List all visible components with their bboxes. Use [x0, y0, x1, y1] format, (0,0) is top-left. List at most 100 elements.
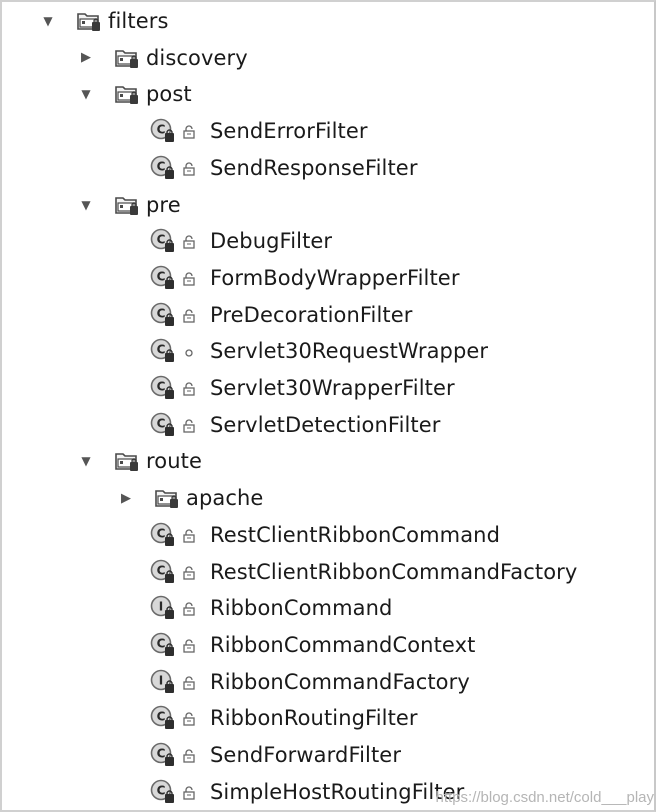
svg-text:C: C [157, 563, 166, 577]
tree-item-label: PreDecorationFilter [210, 302, 413, 327]
class-c-icon: C [150, 338, 176, 364]
svg-text:I: I [159, 600, 163, 614]
svg-text:I: I [159, 673, 163, 687]
public-access-icon [182, 638, 196, 653]
public-access-icon [182, 271, 196, 286]
tree-item-label: RestClientRibbonCommandFactory [210, 559, 578, 584]
tree-class-rest-client-ribbon-command-factory[interactable]: C RestClientRibbonCommandFactory [150, 557, 577, 587]
package-folder-icon [114, 46, 140, 70]
public-access-icon [182, 234, 196, 249]
triangle-right-icon[interactable]: ▶ [121, 490, 131, 506]
watermark: https://blog.csdn.net/cold___play [435, 789, 654, 806]
package-folder-icon [114, 193, 140, 217]
tree-class-servlet-detection-filter[interactable]: C ServletDetectionFilter [150, 410, 441, 440]
svg-text:C: C [157, 233, 166, 247]
tree-package-apache[interactable]: ▶ apache [118, 483, 263, 513]
class-c-icon: C [150, 779, 176, 805]
public-access-icon [182, 711, 196, 726]
svg-text:C: C [157, 636, 166, 650]
tree-class-ribbon-command[interactable]: I RibbonCommand [150, 593, 392, 623]
svg-text:C: C [157, 306, 166, 320]
class-c-icon: C [150, 155, 176, 181]
tree-package-post[interactable]: ▼ post [78, 79, 192, 109]
class-c-icon: C [150, 559, 176, 585]
package-private-access-icon [182, 344, 196, 358]
tree-item-label: pre [146, 192, 181, 217]
svg-text:C: C [157, 269, 166, 283]
package-folder-icon [114, 82, 140, 106]
tree-class-send-error-filter[interactable]: C SendErrorFilter [150, 116, 368, 146]
svg-text:C: C [157, 343, 166, 357]
tree-package-filters[interactable]: ▼ filters [40, 6, 169, 36]
public-access-icon [182, 161, 196, 176]
class-c-icon: C [150, 742, 176, 768]
tree-package-route[interactable]: ▼ route [78, 446, 202, 476]
class-c-icon: C [150, 705, 176, 731]
class-c-icon: C [150, 412, 176, 438]
tree-class-send-response-filter[interactable]: C SendResponseFilter [150, 153, 418, 183]
public-access-icon [182, 418, 196, 433]
tree-package-discovery[interactable]: ▶ discovery [78, 43, 248, 73]
tree-item-label: RibbonCommand [210, 596, 393, 621]
public-access-icon [182, 381, 196, 396]
tree-item-label: SendForwardFilter [210, 743, 402, 767]
triangle-down-icon[interactable]: ▼ [81, 87, 91, 102]
public-access-icon [182, 528, 196, 543]
tree-item-label: Servlet30WrapperFilter [210, 376, 455, 400]
triangle-down-icon[interactable]: ▼ [43, 14, 53, 28]
package-folder-icon [76, 9, 102, 33]
tree-class-pre-decoration-filter[interactable]: C PreDecorationFilter [150, 300, 413, 330]
package-folder-icon [154, 486, 180, 510]
public-access-icon [182, 785, 196, 800]
triangle-down-icon[interactable]: ▼ [81, 197, 91, 212]
public-access-icon [182, 675, 196, 690]
svg-text:C: C [157, 123, 166, 137]
tree-item-label: RibbonCommandFactory [210, 669, 470, 694]
svg-text:C: C [157, 380, 166, 394]
tree-class-form-body-wrapper-filter[interactable]: C FormBodyWrapperFilter [150, 263, 460, 293]
tree-item-label: FormBodyWrapperFilter [210, 265, 460, 290]
tree-package-pre[interactable]: ▼ pre [78, 190, 181, 220]
triangle-down-icon[interactable]: ▼ [81, 454, 91, 469]
svg-text:C: C [157, 159, 166, 173]
tree-item-label: apache [186, 486, 264, 511]
class-c-icon: C [150, 118, 176, 144]
public-access-icon [182, 124, 196, 139]
tree-item-label: DebugFilter [210, 229, 333, 254]
tree-item-label: SendResponseFilter [210, 155, 418, 180]
svg-text:C: C [157, 747, 166, 761]
tree-class-servlet30-wrapper-filter[interactable]: C Servlet30WrapperFilter [150, 373, 455, 403]
svg-text:C: C [157, 783, 166, 797]
public-access-icon [182, 565, 196, 580]
public-access-icon [182, 308, 196, 323]
tree-class-rest-client-ribbon-command[interactable]: C RestClientRibbonCommand [150, 520, 500, 550]
tree-class-send-forward-filter[interactable]: C SendForwardFilter [150, 740, 401, 770]
class-c-icon: C [150, 228, 176, 254]
class-c-icon: C [150, 265, 176, 291]
tree-class-debug-filter[interactable]: C DebugFilter [150, 226, 332, 256]
interface-i-icon: I [150, 669, 176, 695]
tree-item-label: discovery [146, 45, 248, 70]
tree-class-ribbon-routing-filter[interactable]: C RibbonRoutingFilter [150, 703, 418, 733]
tree-item-label: route [146, 449, 202, 474]
tree-item-label: RibbonRoutingFilter [210, 706, 418, 731]
tree-class-servlet30-request-wrapper[interactable]: C Servlet30RequestWrapper [150, 336, 488, 366]
class-c-icon: C [150, 522, 176, 548]
interface-i-icon: I [150, 595, 176, 621]
tree-class-ribbon-command-context[interactable]: C RibbonCommandContext [150, 630, 475, 660]
tree-item-label: filters [108, 9, 169, 33]
tree-class-simple-host-routing-filter[interactable]: C SimpleHostRoutingFilter [150, 777, 464, 807]
tree-item-label: SendErrorFilter [210, 119, 368, 144]
svg-text:C: C [157, 710, 166, 724]
triangle-right-icon[interactable]: ▶ [81, 50, 91, 66]
tree-item-label: RibbonCommandContext [210, 632, 476, 657]
class-c-icon: C [150, 375, 176, 401]
tree-item-label: ServletDetectionFilter [210, 412, 441, 437]
package-folder-icon [114, 449, 140, 473]
class-c-icon: C [150, 632, 176, 658]
class-c-icon: C [150, 302, 176, 328]
tree-item-label: RestClientRibbonCommand [210, 522, 501, 547]
tree-class-ribbon-command-factory[interactable]: I RibbonCommandFactory [150, 667, 470, 697]
tree-item-label: SimpleHostRoutingFilter [210, 779, 465, 804]
